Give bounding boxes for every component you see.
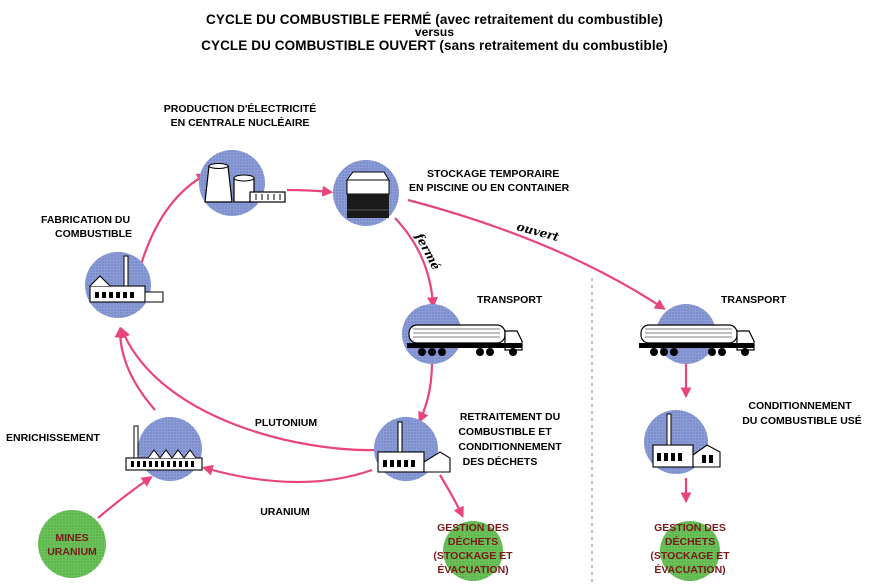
waste-closed-circle <box>443 521 503 581</box>
arrow-storage-to-transport-closed <box>394 217 439 309</box>
arrow-transport-to-reprocessing <box>418 361 434 423</box>
production-label-2: EN CENTRALE NUCLÉAIRE <box>171 116 310 129</box>
conditioning-label-1: CONDITIONNEMENT <box>748 400 852 412</box>
factory-icon <box>377 421 451 473</box>
node-fabrication <box>85 252 164 318</box>
arrow-production-to-storage <box>286 185 334 197</box>
node-production <box>199 150 286 216</box>
reprocessing-label-1: RETRAITEMENT DU <box>460 411 560 423</box>
transport-open-label: TRANSPORT <box>721 294 787 306</box>
arrow-mines-to-enrichment <box>97 476 153 519</box>
node-storage <box>333 160 399 226</box>
plutonium-flow-label: PLUTONIUM <box>255 417 317 429</box>
waste-closed-label-4: ÉVACUATION) <box>437 563 508 576</box>
reprocessing-label-4: DES DÉCHETS <box>463 455 538 468</box>
reprocessing-label-2: COMBUSTIBLE ET <box>458 426 552 438</box>
reprocessing-label-3: CONDITIONNEMENT <box>458 441 562 453</box>
flow-arrows <box>97 173 692 519</box>
storage-label-2: EN PISCINE OU EN CONTAINER <box>409 182 570 194</box>
fabrication-label-2: COMBUSTIBLE <box>55 228 132 240</box>
storage-label-1: STOCKAGE TEMPORAIRE <box>427 168 559 180</box>
node-reprocessing <box>374 417 451 481</box>
enrichment-label: ENRICHISSEMENT <box>6 432 101 444</box>
waste-closed-label-1: GESTION DES <box>437 522 509 534</box>
storage-container-icon <box>346 171 390 218</box>
waste-open-label-3: (STOCKAGE ET <box>650 550 730 562</box>
mines-circle <box>38 510 106 578</box>
waste-open-label-2: DÉCHETS <box>665 535 715 548</box>
arrow-fabrication-to-production <box>138 173 208 269</box>
transport-closed-label: TRANSPORT <box>477 294 543 306</box>
arrow-enrichment-to-fabrication <box>114 326 156 411</box>
arrow-storage-to-transport-open <box>407 198 666 310</box>
node-conditioning <box>644 410 721 474</box>
title-line-1: CYCLE DU COMBUSTIBLE FERMÉ (avec retrait… <box>206 12 663 27</box>
waste-open-label-1: GESTION DES <box>654 522 726 534</box>
waste-open-circle <box>660 521 720 581</box>
waste-closed-label-2: DÉCHETS <box>448 535 498 548</box>
waste-closed-label-3: (STOCKAGE ET <box>433 550 513 562</box>
uranium-flow-label: URANIUM <box>260 506 310 518</box>
node-transport-closed <box>402 304 523 364</box>
truck-icon <box>407 324 523 356</box>
factory-icon <box>89 255 164 303</box>
mines-label-1: MINES <box>55 532 88 544</box>
arrow-uranium-to-enrichment <box>201 464 373 484</box>
mines-label-2: URANIUM <box>47 546 97 558</box>
ferme-path-label: fermé <box>412 230 444 273</box>
production-label-1: PRODUCTION D'ÉLECTRICITÉ <box>164 102 316 115</box>
factory-icon <box>125 425 203 471</box>
node-enrichment <box>125 417 203 481</box>
fabrication-label-1: FABRICATION DU <box>41 214 130 226</box>
ouvert-path-label: ouvert <box>515 219 561 244</box>
title-line-3: CYCLE DU COMBUSTIBLE OUVERT (sans retrai… <box>201 38 668 53</box>
conditioning-label-2: DU COMBUSTIBLE USÉ <box>742 414 862 427</box>
truck-icon <box>639 324 755 356</box>
factory-icon <box>652 413 721 468</box>
arrow-plutonium-to-fabrication <box>119 326 377 452</box>
title-line-2: versus <box>414 25 455 39</box>
nuclear-plant-icon <box>204 163 286 203</box>
node-transport-open <box>639 304 755 364</box>
arrow-reprocessing-to-waste <box>439 474 464 518</box>
waste-open-label-4: ÉVACUATION) <box>654 563 725 576</box>
enrichment-circle <box>138 417 202 481</box>
